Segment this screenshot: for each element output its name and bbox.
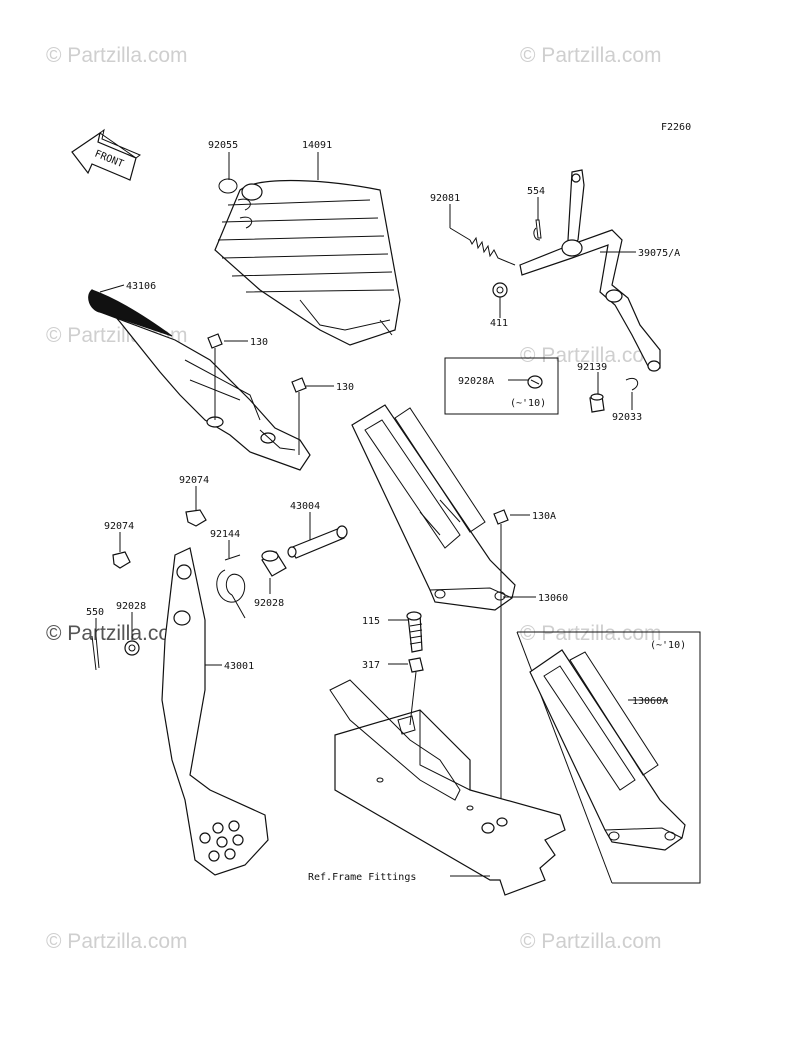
shift-boot-part [214,179,401,346]
callout-13060: 13060 [538,593,568,604]
callout-317: 317 [362,660,380,671]
bushing-92028a [261,550,287,577]
callout-92144: 92144 [210,529,240,540]
bolt-115 [406,611,423,653]
watermark: © Partzilla.com [520,622,662,645]
watermark: © Partzilla.com [46,622,188,645]
watermark: © Partzilla.com [520,44,662,67]
callout-92139: 92139 [577,362,607,373]
callout-labels: 92055 14091 43106 130 130 92081 554 3907… [86,140,686,883]
stopper-92074b [112,551,131,569]
watermark: © Partzilla.com [46,930,188,953]
callout-115: 115 [362,616,380,627]
nut-317 [408,657,424,726]
pin-550 [91,635,100,671]
callout-43106: 43106 [126,281,156,292]
clip-92028A [527,375,543,389]
shaft-43004 [287,525,348,559]
front-arrow-icon: FRONT [71,128,141,181]
accelerator-pedal-pad-part [351,404,516,611]
callout-43001: 43001 [224,661,254,672]
variant-note: (~'10) [510,398,546,409]
callout-13060A: 13060A [632,696,668,707]
brake-pedal-part [161,547,269,876]
o-ring-92055 [218,178,238,194]
variant-note: (~'10) [650,640,686,651]
variant-box-clip [444,357,559,415]
bolt-130A [493,509,509,828]
snap-ring-92033 [625,377,639,391]
callout-92028: 92028 [116,601,146,612]
figure-code: F2260 [661,122,691,133]
callout-92074: 92074 [179,475,209,486]
callout-39075: 39075/A [638,248,680,259]
watermark: © Partzilla.com [46,44,188,67]
bushing-92028b [124,640,140,656]
leader-lines [95,152,668,877]
callout-92074: 92074 [104,521,134,532]
callout-130A: 130A [532,511,556,522]
spring-92081 [449,227,516,266]
spring-92144 [216,554,246,619]
callout-550: 550 [86,607,104,618]
callout-411: 411 [490,318,508,329]
watermark-layer: © Partzilla.com © Partzilla.com © Partzi… [46,44,662,953]
washer-411 [492,282,508,298]
pedal-pad-holes [199,820,244,862]
callout-92033: 92033 [612,412,642,423]
watermark: © Partzilla.com [520,344,662,367]
bolt-130a [207,333,223,420]
variant-box-pad [517,631,701,884]
accelerator-pedal-pad-13060A [529,649,686,851]
frame-bracket-part [329,679,566,896]
callout-ref-frame-fittings: Ref.Frame Fittings [308,872,416,883]
control-rod-part [519,169,661,372]
parking-brake-lever-part [88,289,311,471]
callout-130: 130 [250,337,268,348]
callout-92081: 92081 [430,193,460,204]
watermark: © Partzilla.com [520,930,662,953]
callout-43004: 43004 [290,501,320,512]
bushing-92139 [589,393,605,413]
pin-554 [533,219,542,241]
callout-92028A: 92028A [458,376,494,387]
callout-554: 554 [527,186,545,197]
callout-14091: 14091 [302,140,332,151]
stopper-92074a [185,509,207,527]
callout-130: 130 [336,382,354,393]
callout-92055: 92055 [208,140,238,151]
callout-92028: 92028 [254,598,284,609]
bolt-130b [291,377,307,455]
